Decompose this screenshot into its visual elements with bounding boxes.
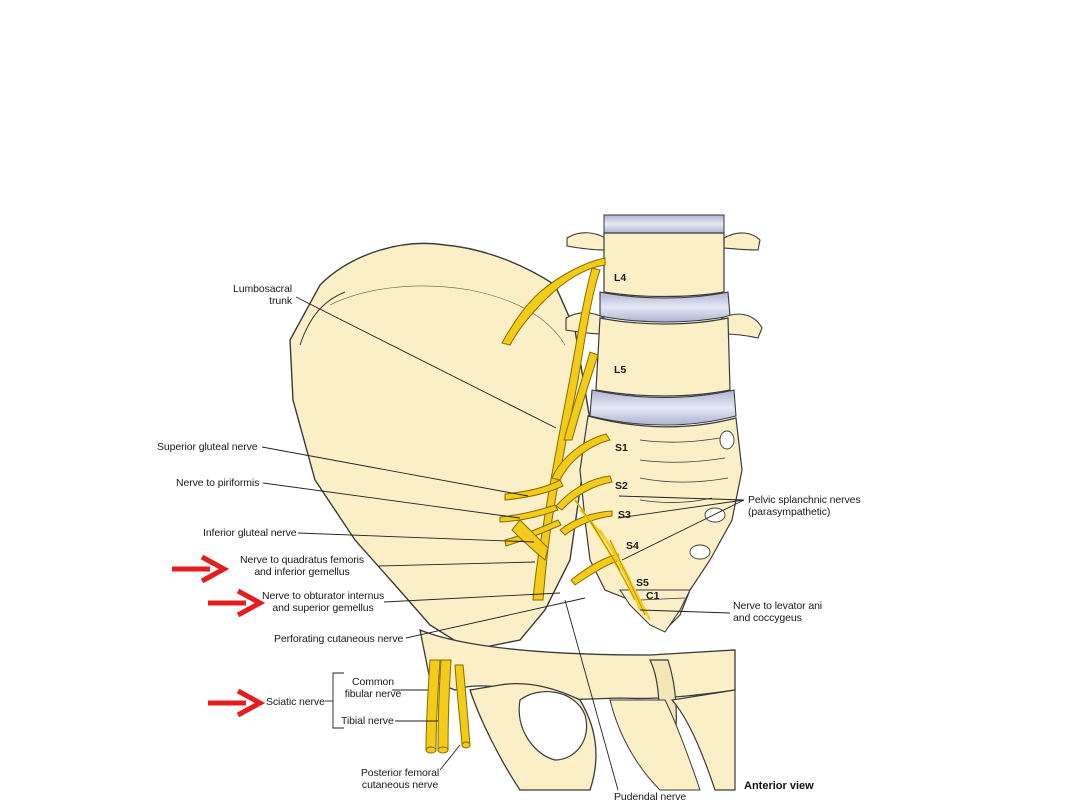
label-inferior-gluteal-nerve: Inferior gluteal nerve [203, 527, 297, 539]
label-line: cutaneous nerve [361, 779, 439, 791]
label-line: Common [352, 676, 394, 688]
label-line: Posterior femoral [360, 767, 440, 779]
level-s1: S1 [615, 442, 628, 454]
arrow-obturator-internus [208, 588, 266, 618]
label-nerve-to-quadratus-femoris: Nerve to quadratus femoris and inferior … [226, 554, 378, 578]
label-pelvic-splanchnic-nerves: Pelvic splanchnic nerves (parasympatheti… [748, 494, 861, 518]
arrow-sciatic [208, 688, 266, 718]
red-arrows [172, 554, 266, 718]
label-line: Pelvic splanchnic nerves [748, 494, 861, 506]
sacral-line-3 [639, 477, 729, 483]
sacral-line-2 [639, 457, 726, 463]
pubis-left-lower [609, 699, 701, 791]
superior-gluteal-branch [504, 479, 564, 501]
l5-s1-disc [589, 389, 737, 426]
s4-root [570, 553, 621, 586]
label-line: Lumbosacral [232, 283, 292, 295]
sacral-line-4 [639, 497, 713, 503]
sciatic-bundle [511, 519, 549, 561]
label-line: and superior gemellus [272, 602, 374, 614]
label-line: (parasympathetic) [748, 506, 831, 518]
ilium-contour [329, 285, 566, 346]
level-l5: L5 [614, 364, 627, 376]
obturator-foramen [518, 691, 588, 761]
nerve-fibers-outline [574, 499, 646, 616]
label-line: fibular nerve [344, 688, 402, 700]
l4-root [501, 257, 606, 346]
label-posterior-femoral-cutaneous-nerve: Posterior femoral cutaneous nerve [352, 767, 448, 791]
label-pudendal-nerve: Pudendal nerve [614, 791, 687, 803]
view-label: Anterior view [744, 780, 814, 792]
tibial-thick [437, 659, 452, 751]
s3-root [559, 510, 613, 536]
sacral-foramen-right-1 [719, 430, 735, 450]
iliac-crest-inner [299, 291, 346, 346]
label-nerve-to-piriformis: Nerve to piriformis [176, 477, 260, 489]
l5-body [595, 317, 731, 397]
label-line: trunk [269, 295, 292, 307]
label-line: Nerve to obturator internus [262, 590, 385, 602]
l4-transverse-process [566, 232, 606, 251]
s1-root [551, 433, 611, 481]
sacral-foramen-right-3 [689, 544, 711, 560]
level-s5: S5 [636, 577, 649, 589]
label-line: Nerve to levator ani [733, 600, 823, 612]
arrow-quadratus-femoris [172, 554, 230, 584]
l4-body [603, 232, 725, 298]
sacrum [579, 415, 743, 631]
level-c1: C1 [646, 590, 660, 602]
label-superior-gluteal-nerve: Superior gluteal nerve [157, 441, 258, 453]
sacral-line-1 [639, 437, 721, 443]
label-nerve-to-obturator-internus: Nerve to obturator internus and superior… [262, 590, 384, 614]
vertebral-column-top [603, 214, 725, 234]
label-perforating-cutaneous-nerve: Perforating cutaneous nerve [274, 633, 404, 645]
label-line: Nerve to quadratus femoris [239, 554, 365, 566]
level-s4: S4 [626, 540, 639, 552]
level-s2: S2 [615, 480, 628, 492]
pubic-body-right [670, 689, 736, 791]
sacral-foramen-right-2 [704, 507, 726, 523]
l4-transverse-process-right [723, 232, 761, 251]
l5-root [563, 351, 599, 441]
nerve-cut-ends [425, 741, 471, 754]
label-nerve-to-levator-ani: Nerve to levator ani and coccygeus [733, 600, 822, 624]
label-lumbosacral-trunk: Lumbosacral trunk [218, 283, 292, 307]
label-line: and coccygeus [733, 612, 802, 624]
label-sciatic-nerve: Sciatic nerve [266, 696, 325, 708]
level-s3: S3 [618, 509, 631, 521]
coccyx-seg [639, 597, 686, 601]
piriformis-branch [499, 504, 559, 523]
label-common-fibular-nerve: Common fibular nerve [336, 676, 410, 700]
ilium [289, 242, 591, 651]
leader-lines [261, 296, 745, 791]
nerve-bundle [425, 257, 621, 751]
label-line: and inferior gemellus [254, 566, 350, 578]
level-l4: L4 [614, 272, 627, 284]
label-tibial-nerve: Tibial nerve [341, 715, 394, 727]
